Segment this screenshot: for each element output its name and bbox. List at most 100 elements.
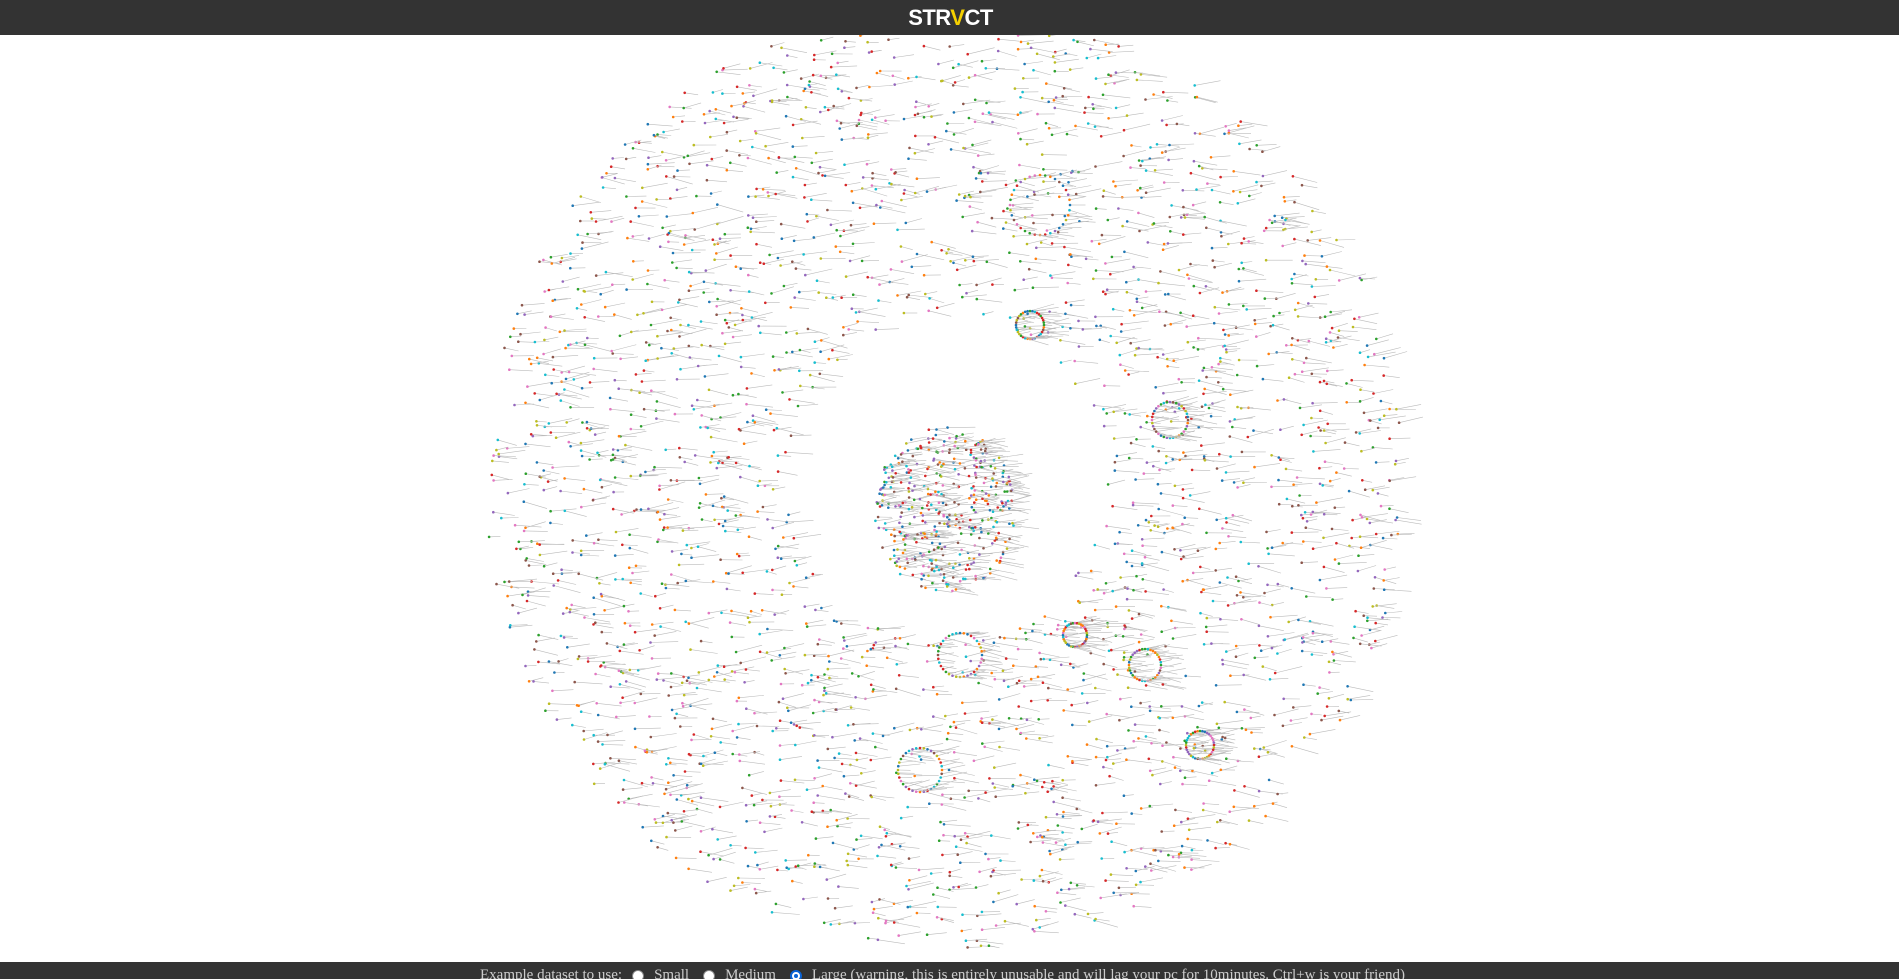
graph-node[interactable] bbox=[497, 452, 501, 456]
graph-node[interactable] bbox=[1084, 257, 1088, 261]
graph-node[interactable] bbox=[736, 528, 740, 532]
graph-node[interactable] bbox=[671, 261, 674, 264]
graph-node[interactable] bbox=[1310, 416, 1313, 420]
graph-node[interactable] bbox=[698, 482, 702, 486]
graph-node[interactable] bbox=[811, 711, 815, 715]
graph-node[interactable] bbox=[853, 739, 856, 742]
graph-node[interactable] bbox=[592, 596, 595, 599]
graph-node[interactable] bbox=[1300, 433, 1303, 437]
graph-node[interactable] bbox=[1258, 644, 1261, 647]
graph-node[interactable] bbox=[855, 758, 859, 762]
graph-node[interactable] bbox=[1175, 122, 1179, 126]
graph-node[interactable] bbox=[1225, 650, 1228, 653]
graph-node[interactable] bbox=[630, 330, 633, 334]
graph-node[interactable] bbox=[741, 92, 745, 95]
graph-node[interactable] bbox=[570, 603, 573, 607]
graph-node[interactable] bbox=[852, 723, 855, 726]
graph-node[interactable] bbox=[1077, 319, 1080, 323]
graph-node[interactable] bbox=[1020, 878, 1023, 881]
graph-node[interactable] bbox=[562, 636, 566, 639]
graph-node[interactable] bbox=[608, 396, 612, 400]
graph-node[interactable] bbox=[810, 678, 813, 682]
graph-node[interactable] bbox=[974, 177, 978, 180]
graph-node[interactable] bbox=[826, 747, 830, 751]
graph-node[interactable] bbox=[1199, 565, 1202, 569]
graph-node[interactable] bbox=[753, 592, 757, 595]
graph-node[interactable] bbox=[600, 630, 604, 634]
graph-node[interactable] bbox=[722, 67, 725, 70]
graph-node[interactable] bbox=[1180, 844, 1184, 848]
graph-node[interactable] bbox=[1319, 429, 1322, 432]
graph-node[interactable] bbox=[592, 733, 595, 737]
graph-node[interactable] bbox=[1144, 865, 1147, 868]
graph-node[interactable] bbox=[948, 870, 952, 874]
graph-node[interactable] bbox=[1035, 779, 1039, 783]
graph-node[interactable] bbox=[1238, 142, 1241, 146]
graph-node[interactable] bbox=[723, 519, 727, 523]
graph-node[interactable] bbox=[1169, 322, 1172, 326]
graph-node[interactable] bbox=[811, 73, 815, 77]
graph-node[interactable] bbox=[1094, 165, 1097, 168]
graph-node[interactable] bbox=[598, 767, 602, 770]
graph-node[interactable] bbox=[680, 820, 684, 823]
graph-node[interactable] bbox=[838, 250, 842, 254]
graph-node[interactable] bbox=[1113, 469, 1117, 472]
graph-node[interactable] bbox=[658, 607, 662, 610]
graph-node[interactable] bbox=[1372, 587, 1376, 590]
graph-node[interactable] bbox=[492, 479, 495, 482]
graph-node[interactable] bbox=[1330, 527, 1334, 531]
graph-node[interactable] bbox=[637, 215, 641, 218]
graph-node[interactable] bbox=[1342, 467, 1346, 470]
graph-node[interactable] bbox=[535, 640, 538, 643]
graph-node[interactable] bbox=[711, 717, 715, 721]
graph-node[interactable] bbox=[526, 385, 529, 388]
graph-node[interactable] bbox=[821, 809, 825, 813]
graph-node[interactable] bbox=[1121, 635, 1125, 638]
graph-node[interactable] bbox=[993, 786, 996, 789]
graph-node[interactable] bbox=[837, 752, 841, 755]
graph-node[interactable] bbox=[1229, 393, 1232, 397]
graph-node[interactable] bbox=[1034, 257, 1038, 261]
graph-node[interactable] bbox=[874, 187, 878, 191]
graph-node[interactable] bbox=[783, 667, 786, 671]
graph-node[interactable] bbox=[603, 305, 607, 309]
graph-node[interactable] bbox=[623, 801, 626, 804]
graph-node[interactable] bbox=[1272, 314, 1275, 318]
graph-node[interactable] bbox=[594, 621, 597, 624]
graph-node[interactable] bbox=[1297, 504, 1300, 507]
graph-node[interactable] bbox=[1132, 904, 1135, 908]
graph-node[interactable] bbox=[1270, 603, 1274, 607]
graph-node[interactable] bbox=[532, 680, 535, 683]
graph-node[interactable] bbox=[1147, 757, 1151, 761]
graph-node[interactable] bbox=[985, 260, 989, 264]
graph-node[interactable] bbox=[1280, 216, 1284, 219]
graph-node[interactable] bbox=[1102, 189, 1106, 192]
graph-node[interactable] bbox=[670, 708, 674, 712]
graph-node[interactable] bbox=[1338, 718, 1342, 722]
graph-node[interactable] bbox=[1303, 254, 1306, 257]
graph-node[interactable] bbox=[1094, 917, 1097, 921]
graph-node[interactable] bbox=[669, 479, 673, 482]
graph-node[interactable] bbox=[917, 868, 921, 872]
graph-node[interactable] bbox=[747, 195, 750, 198]
graph-node[interactable] bbox=[949, 797, 953, 800]
graph-node[interactable] bbox=[666, 811, 670, 815]
graph-node[interactable] bbox=[579, 219, 582, 223]
graph-node[interactable] bbox=[1158, 716, 1161, 720]
graph-node[interactable] bbox=[894, 866, 898, 869]
graph-node[interactable] bbox=[1357, 316, 1361, 319]
graph-node[interactable] bbox=[1083, 616, 1087, 619]
graph-node[interactable] bbox=[563, 477, 566, 480]
graph-node[interactable] bbox=[1182, 233, 1185, 236]
graph-node[interactable] bbox=[954, 845, 958, 848]
graph-node[interactable] bbox=[1307, 339, 1311, 343]
graph-node[interactable] bbox=[1024, 791, 1027, 795]
graph-node[interactable] bbox=[1290, 282, 1294, 285]
graph-node[interactable] bbox=[523, 313, 526, 316]
graph-node[interactable] bbox=[737, 696, 741, 700]
graph-node[interactable] bbox=[789, 306, 793, 309]
graph-node[interactable] bbox=[1022, 77, 1025, 80]
graph-node[interactable] bbox=[1041, 879, 1045, 883]
graph-node[interactable] bbox=[690, 248, 694, 252]
graph-node[interactable] bbox=[642, 407, 646, 411]
